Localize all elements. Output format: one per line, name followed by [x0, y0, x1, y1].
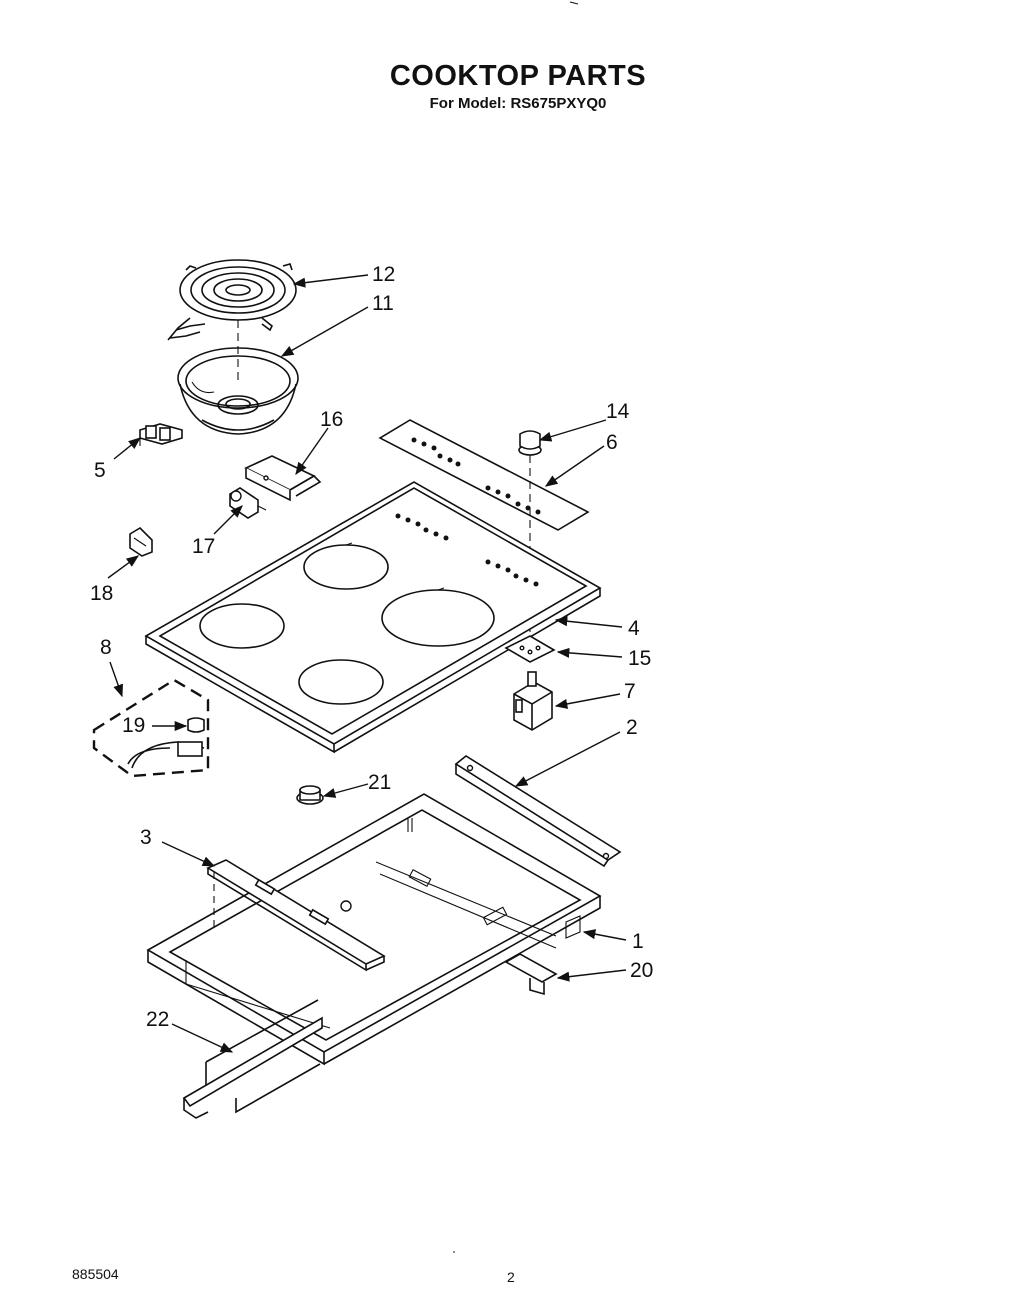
- rear-bracket-part: [454, 755, 622, 868]
- cooktop-main-part: [144, 481, 602, 754]
- model-subtitle: For Model: RS675PXYQ0: [429, 95, 607, 112]
- callout-5: 5: [94, 459, 106, 482]
- callout-8: 8: [100, 636, 112, 659]
- callout-22: 22: [146, 1008, 169, 1031]
- bracket-part-16: [244, 455, 322, 502]
- grommet-part: [296, 785, 324, 805]
- callout-19: 19: [122, 714, 145, 737]
- callout-4: 4: [628, 617, 640, 640]
- callout-15: 15: [628, 647, 651, 670]
- callout-14: 14: [606, 400, 630, 423]
- callout-21: 21: [368, 771, 391, 794]
- page-number: 2: [507, 1269, 515, 1285]
- plate-part-15: [504, 635, 556, 663]
- surface-element-part: [167, 259, 297, 380]
- terminal-block-part: [139, 423, 183, 446]
- bracket-part-20: [504, 953, 558, 996]
- document-number: 885504: [72, 1266, 119, 1282]
- front-bracket-bar-part: [206, 859, 386, 972]
- callout-3: 3: [140, 826, 152, 849]
- callout-6: 6: [606, 431, 618, 454]
- callout-11: 11: [372, 292, 394, 315]
- clip-part-18: [129, 526, 153, 557]
- infinite-switch-part: [513, 671, 553, 731]
- control-panel-trim-part: [378, 419, 590, 531]
- callout-16: 16: [320, 408, 343, 431]
- callout-2: 2: [626, 716, 638, 739]
- page-title: COOKTOP PARTS: [389, 60, 647, 92]
- callout-7: 7: [624, 680, 636, 703]
- base-pan-part: [146, 793, 602, 1066]
- callout-18: 18: [90, 582, 113, 605]
- drip-bowl-part: [177, 347, 299, 435]
- callout-20: 20: [630, 959, 653, 982]
- callout-17: 17: [192, 535, 215, 558]
- hardware-kit-part: [92, 678, 210, 778]
- callout-1: 1: [632, 930, 644, 953]
- callout-12: 12: [372, 263, 395, 286]
